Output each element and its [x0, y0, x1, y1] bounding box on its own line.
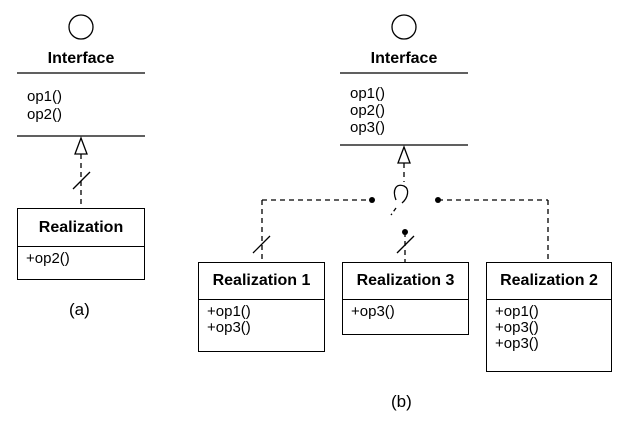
- interface-b-op-3: op3(): [350, 119, 386, 136]
- realization-a-slash: [72, 171, 91, 190]
- realization-2-operations: +op1() +op3() +op3(): [487, 300, 611, 356]
- realization-a-op-1: +op2(): [26, 250, 70, 267]
- realization-1-class-box: Realization 1 +op1() +op3(): [198, 262, 325, 352]
- interface-b-title: Interface: [370, 50, 438, 67]
- caption-b: (b): [391, 392, 412, 411]
- interface-b-op-2: op2(): [350, 102, 386, 119]
- realization-1-operations: +op1() +op3(): [199, 300, 324, 340]
- realization-3-class-box: Realization 3 +op3(): [342, 262, 469, 335]
- interface-a-op-1: op1(): [27, 88, 63, 105]
- realization-2-op-2: +op3(): [495, 319, 539, 336]
- realization-b-arrowhead: [397, 145, 411, 164]
- realization-a-arrowhead: [74, 136, 88, 155]
- realization-2-class-box: Realization 2 +op1() +op3() +op3(): [486, 262, 612, 372]
- realization-3-title: Realization 3: [343, 263, 468, 300]
- interface-a-op-2: op2(): [27, 106, 63, 123]
- realization-b-left-slash: [252, 235, 271, 254]
- junction-hook: [393, 184, 409, 204]
- interface-b-op-1: op1(): [350, 85, 386, 102]
- junction-hook-tail: [390, 207, 397, 216]
- realization-a-title: Realization: [18, 209, 144, 247]
- junction-dot-middle: [402, 229, 408, 235]
- realization-2-op-1: +op1(): [495, 303, 539, 320]
- realization-a-operations: +op2(): [18, 247, 144, 271]
- realization-3-op-1: +op3(): [351, 303, 395, 320]
- realization-2-title: Realization 2: [487, 263, 611, 300]
- realization-1-title: Realization 1: [199, 263, 324, 300]
- realization-2-op-3: +op3(): [495, 335, 539, 352]
- junction-dot-right: [435, 197, 441, 203]
- caption-a: (a): [69, 300, 90, 319]
- realization-3-operations: +op3(): [343, 300, 468, 324]
- interface-a-lollipop-circle: [68, 14, 94, 40]
- realization-b-middle-slash: [396, 235, 415, 254]
- realization-1-op-1: +op1(): [207, 303, 251, 320]
- realization-1-op-2: +op3(): [207, 319, 251, 336]
- junction-dot-left: [369, 197, 375, 203]
- interface-a-title: Interface: [47, 50, 115, 67]
- interface-b-lollipop-circle: [391, 14, 417, 40]
- realization-a-class-box: Realization +op2(): [17, 208, 145, 280]
